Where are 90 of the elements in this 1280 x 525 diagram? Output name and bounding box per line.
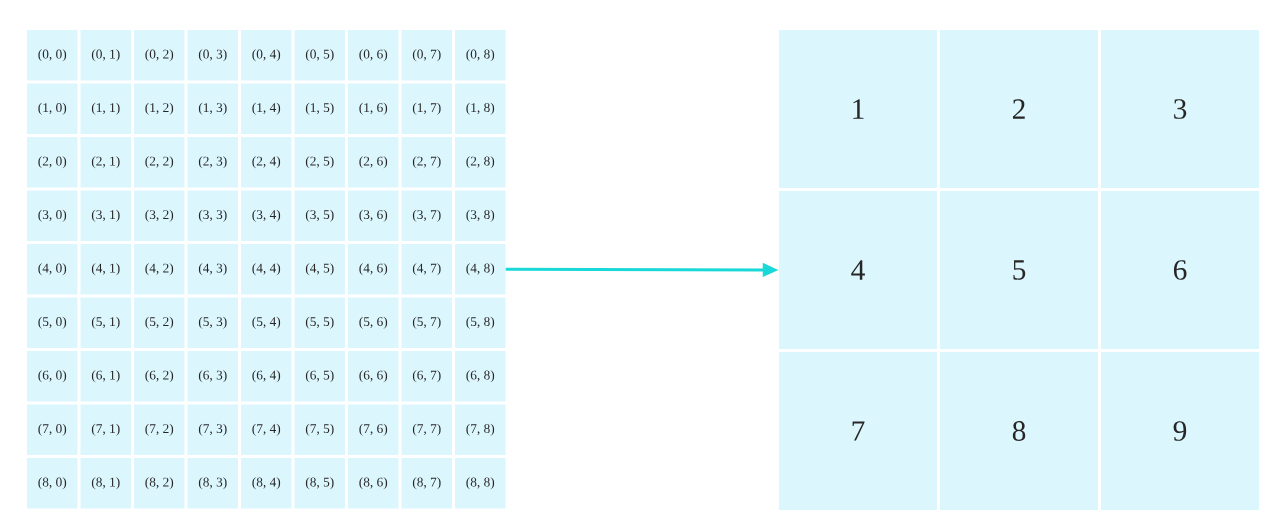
grid-cell: (7, 2): [134, 404, 185, 455]
grid-cell: (1, 3): [187, 83, 238, 134]
grid-cell: (3, 2): [134, 190, 185, 241]
grid-cell: (2, 5): [294, 137, 345, 188]
grid-cell: (8, 3): [187, 458, 238, 509]
grid-cell: (1, 4): [241, 83, 292, 134]
grid-cell: (4, 1): [80, 244, 131, 295]
grid-cell: (1, 5): [294, 83, 345, 134]
grid-cell: 7: [779, 352, 937, 510]
grid-cell: 3: [1101, 30, 1259, 188]
grid-cell: (7, 1): [80, 404, 131, 455]
grid-cell: (4, 4): [241, 244, 292, 295]
grid-cell: (4, 3): [187, 244, 238, 295]
grid-cell: (6, 2): [134, 351, 185, 402]
grid-cell: (3, 4): [241, 190, 292, 241]
grid-cell: (8, 0): [27, 458, 78, 509]
grid-cell: (0, 5): [294, 30, 345, 81]
grid-cell: (1, 7): [401, 83, 452, 134]
grid-cell: 8: [940, 352, 1098, 510]
grid-cell: (0, 6): [348, 30, 399, 81]
grid-cell: (6, 4): [241, 351, 292, 402]
grid-cell: (6, 3): [187, 351, 238, 402]
grid-cell: (8, 6): [348, 458, 399, 509]
grid-cell: (7, 3): [187, 404, 238, 455]
grid-cell: (0, 3): [187, 30, 238, 81]
grid-cell: (5, 5): [294, 297, 345, 348]
grid-cell: (8, 5): [294, 458, 345, 509]
grid-cell: (0, 4): [241, 30, 292, 81]
grid-cell: (7, 7): [401, 404, 452, 455]
grid-cell: (3, 7): [401, 190, 452, 241]
grid-cell: (5, 3): [187, 297, 238, 348]
grid-cell: (2, 2): [134, 137, 185, 188]
grid-cell: (7, 4): [241, 404, 292, 455]
grid-cell: (8, 1): [80, 458, 131, 509]
grid-cell: (6, 1): [80, 351, 131, 402]
grid-cell: (4, 7): [401, 244, 452, 295]
grid-cell: (6, 7): [401, 351, 452, 402]
grid-cell: (5, 7): [401, 297, 452, 348]
grid-cell: (3, 1): [80, 190, 131, 241]
grid-cell: 2: [940, 30, 1098, 188]
grid-cell: 9: [1101, 352, 1259, 510]
grid-cell: (8, 7): [401, 458, 452, 509]
grid-cell: (4, 2): [134, 244, 185, 295]
grid-cell: 1: [779, 30, 937, 188]
grid-cell: (8, 2): [134, 458, 185, 509]
grid-cell: (1, 2): [134, 83, 185, 134]
grid-cell: (1, 0): [27, 83, 78, 134]
grid-cell: (7, 8): [455, 404, 506, 455]
grid-cell: (2, 0): [27, 137, 78, 188]
grid-cell: (2, 7): [401, 137, 452, 188]
grid-cell: (7, 5): [294, 404, 345, 455]
grid-cell: (2, 1): [80, 137, 131, 188]
grid-cell: (6, 8): [455, 351, 506, 402]
grid-cell: (8, 4): [241, 458, 292, 509]
grid-cell: (5, 6): [348, 297, 399, 348]
grid-cell: (4, 6): [348, 244, 399, 295]
grid-cell: 5: [940, 191, 1098, 349]
grid-cell: (6, 0): [27, 351, 78, 402]
grid-cell: (1, 6): [348, 83, 399, 134]
grid-cell: (0, 1): [80, 30, 131, 81]
grid-cell: (2, 6): [348, 137, 399, 188]
grid-cell: (3, 0): [27, 190, 78, 241]
grid-cell: (3, 6): [348, 190, 399, 241]
grid-cell: (5, 4): [241, 297, 292, 348]
grid-cell: (0, 8): [455, 30, 506, 81]
grid-cell: (4, 8): [455, 244, 506, 295]
grid-cell: (2, 4): [241, 137, 292, 188]
grid-cell: (5, 8): [455, 297, 506, 348]
grid-cell: (4, 0): [27, 244, 78, 295]
grid-cell: (5, 0): [27, 297, 78, 348]
grid-cell: (6, 5): [294, 351, 345, 402]
grid-cell: (3, 5): [294, 190, 345, 241]
grid-cell: (4, 5): [294, 244, 345, 295]
grid-cell: (5, 1): [80, 297, 131, 348]
grid-cell: (7, 0): [27, 404, 78, 455]
grid-cell: 6: [1101, 191, 1259, 349]
grid-cell: (3, 8): [455, 190, 506, 241]
grid-cell: (7, 6): [348, 404, 399, 455]
grid-cell: 4: [779, 191, 937, 349]
grid-cell: (5, 2): [134, 297, 185, 348]
grid-cell: (2, 3): [187, 137, 238, 188]
grid-cell: (1, 8): [455, 83, 506, 134]
grid-cell: (0, 0): [27, 30, 78, 81]
grid-cell: (8, 8): [455, 458, 506, 509]
grid-cell: (3, 3): [187, 190, 238, 241]
grid-cell: (0, 7): [401, 30, 452, 81]
grid-cell: (6, 6): [348, 351, 399, 402]
grid-cell: (1, 1): [80, 83, 131, 134]
grid-cell: (2, 8): [455, 137, 506, 188]
grid-cell: (0, 2): [134, 30, 185, 81]
